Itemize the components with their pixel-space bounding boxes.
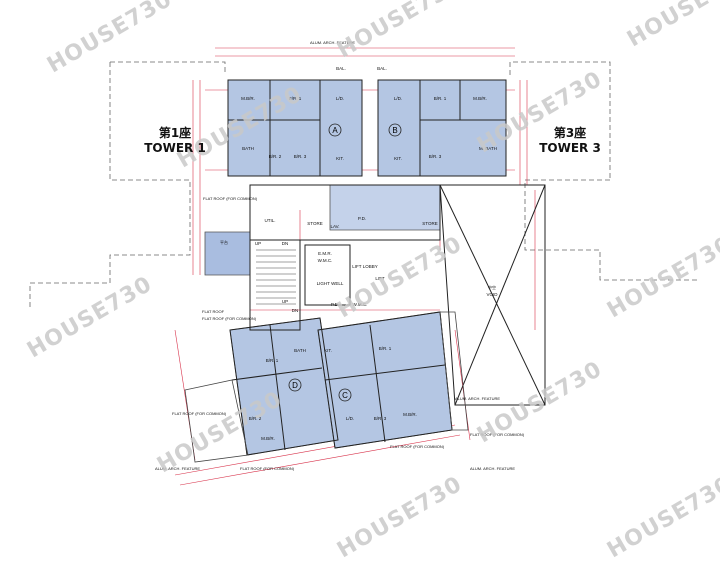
room-label: B/R. 1 bbox=[289, 96, 302, 101]
annotation-arch: ALUM. ARCH. FEATURE bbox=[470, 466, 515, 471]
room-label: P.D. bbox=[358, 216, 366, 221]
room-label: LAV. bbox=[330, 224, 339, 229]
annotation-flat-roof: FLAT ROOF (FOR COMMON) bbox=[470, 432, 525, 437]
room-label: M.B/R. bbox=[261, 436, 275, 441]
room-label: M.B/R. bbox=[473, 96, 487, 101]
room-label: M. BATH bbox=[479, 146, 497, 151]
unit-a-label: A bbox=[332, 126, 338, 135]
room-label: W.M.C. bbox=[318, 258, 333, 263]
room-label: KIT. bbox=[336, 156, 344, 161]
room-label: LIFT bbox=[375, 276, 385, 281]
annotation-cn: 平台 bbox=[220, 239, 228, 245]
room-label: BAL. bbox=[336, 66, 346, 71]
tower-1-label: 第1座 TOWER 1 bbox=[140, 126, 210, 156]
room-label: DN bbox=[282, 241, 289, 246]
room-label: BATH bbox=[242, 146, 254, 151]
room-label: B/R. 1 bbox=[379, 346, 392, 351]
room-label: L/D. bbox=[346, 416, 354, 421]
site-boundary bbox=[29, 61, 700, 310]
room-label: UP bbox=[282, 299, 288, 304]
room-label: P.D. bbox=[331, 302, 339, 307]
room-label: DN bbox=[292, 308, 299, 313]
tower-3-en: TOWER 3 bbox=[539, 141, 601, 155]
tower-3-cn: 第3座 bbox=[553, 126, 587, 140]
room-label: L/D. bbox=[336, 96, 344, 101]
unit-c-area bbox=[317, 311, 453, 449]
flat-roof-left bbox=[204, 231, 251, 276]
annotation-flat-roof: FLAT ROOF (FOR COMMON) bbox=[202, 316, 257, 321]
room-label: B/R. 2 bbox=[249, 416, 262, 421]
annotation-arch: ALUM. ARCH. FEATURE bbox=[155, 466, 200, 471]
room-label: M.B/R. bbox=[241, 96, 255, 101]
room-label: BAL. bbox=[377, 66, 387, 71]
annotation-flat-roof: FLAT ROOF (FOR COMMON) bbox=[172, 411, 227, 416]
room-label: LIGHT WELL bbox=[317, 281, 344, 286]
room-labels: M.B/R. B/R. 1 L/D. BATH B/R. 2 B/R. 3 KI… bbox=[241, 66, 498, 441]
room-label: B/R. 3 bbox=[294, 154, 307, 159]
annotation-arch: ALUM. ARCH. FEATURE bbox=[455, 396, 500, 401]
room-label: B/R. 1 bbox=[266, 358, 279, 363]
wall-lines bbox=[227, 79, 546, 456]
annotation-flat-roof: FLAT ROOF (FOR COMMON) bbox=[203, 196, 258, 201]
unit-d-label: D bbox=[292, 381, 298, 390]
annotation-arch: ALUM. ARCH. FEATURE bbox=[310, 40, 355, 45]
room-label: L/D. bbox=[394, 96, 402, 101]
room-label: STORE bbox=[422, 221, 437, 226]
room-label: VOID bbox=[486, 292, 498, 297]
unit-labels: A B D C bbox=[288, 123, 402, 402]
annotation-cn: 中空 bbox=[488, 284, 496, 290]
room-label: KIT. bbox=[324, 348, 332, 353]
flat-roof-outlines bbox=[184, 311, 469, 463]
room-label: B/R. 3 bbox=[429, 154, 442, 159]
room-label: B/R. 1 bbox=[434, 96, 447, 101]
tower-1-cn: 第1座 bbox=[158, 126, 192, 140]
room-label: STORE bbox=[307, 221, 322, 226]
floor-plan-diagram: A B D C M.B/R. B/R. 1 L/D. BATH B/R. 2 B… bbox=[29, 40, 700, 486]
room-label: E.M.R. bbox=[318, 251, 332, 256]
tower-1-en: TOWER 1 bbox=[144, 141, 206, 155]
room-label: LIFT LOBBY bbox=[352, 264, 377, 269]
room-label: B/R. 2 bbox=[269, 154, 282, 159]
room-label: B/R. 3 bbox=[374, 416, 387, 421]
annotation-flat-roof: FLAT ROOF (FOR COMMON) bbox=[240, 466, 295, 471]
room-label: KIT. bbox=[394, 156, 402, 161]
tower-3-label: 第3座 TOWER 3 bbox=[535, 126, 605, 156]
annotation-flat-roof: FLAT ROOF (FOR COMMON) bbox=[390, 444, 445, 449]
room-label: M.B/R. bbox=[403, 412, 417, 417]
stair-hatching bbox=[256, 249, 296, 305]
unit-b-label: B bbox=[392, 126, 397, 135]
room-label: UTIL. bbox=[264, 218, 275, 223]
room-label: UP bbox=[255, 241, 261, 246]
unit-c-label: C bbox=[342, 391, 348, 400]
room-label: BATH bbox=[294, 348, 306, 353]
annotation-flat-roof: FLAT ROOF bbox=[202, 309, 225, 314]
annotations: FLAT ROOF (FOR COMMON) FLAT ROOF FLAT RO… bbox=[155, 40, 525, 471]
room-label: W.M.C. bbox=[353, 302, 368, 307]
